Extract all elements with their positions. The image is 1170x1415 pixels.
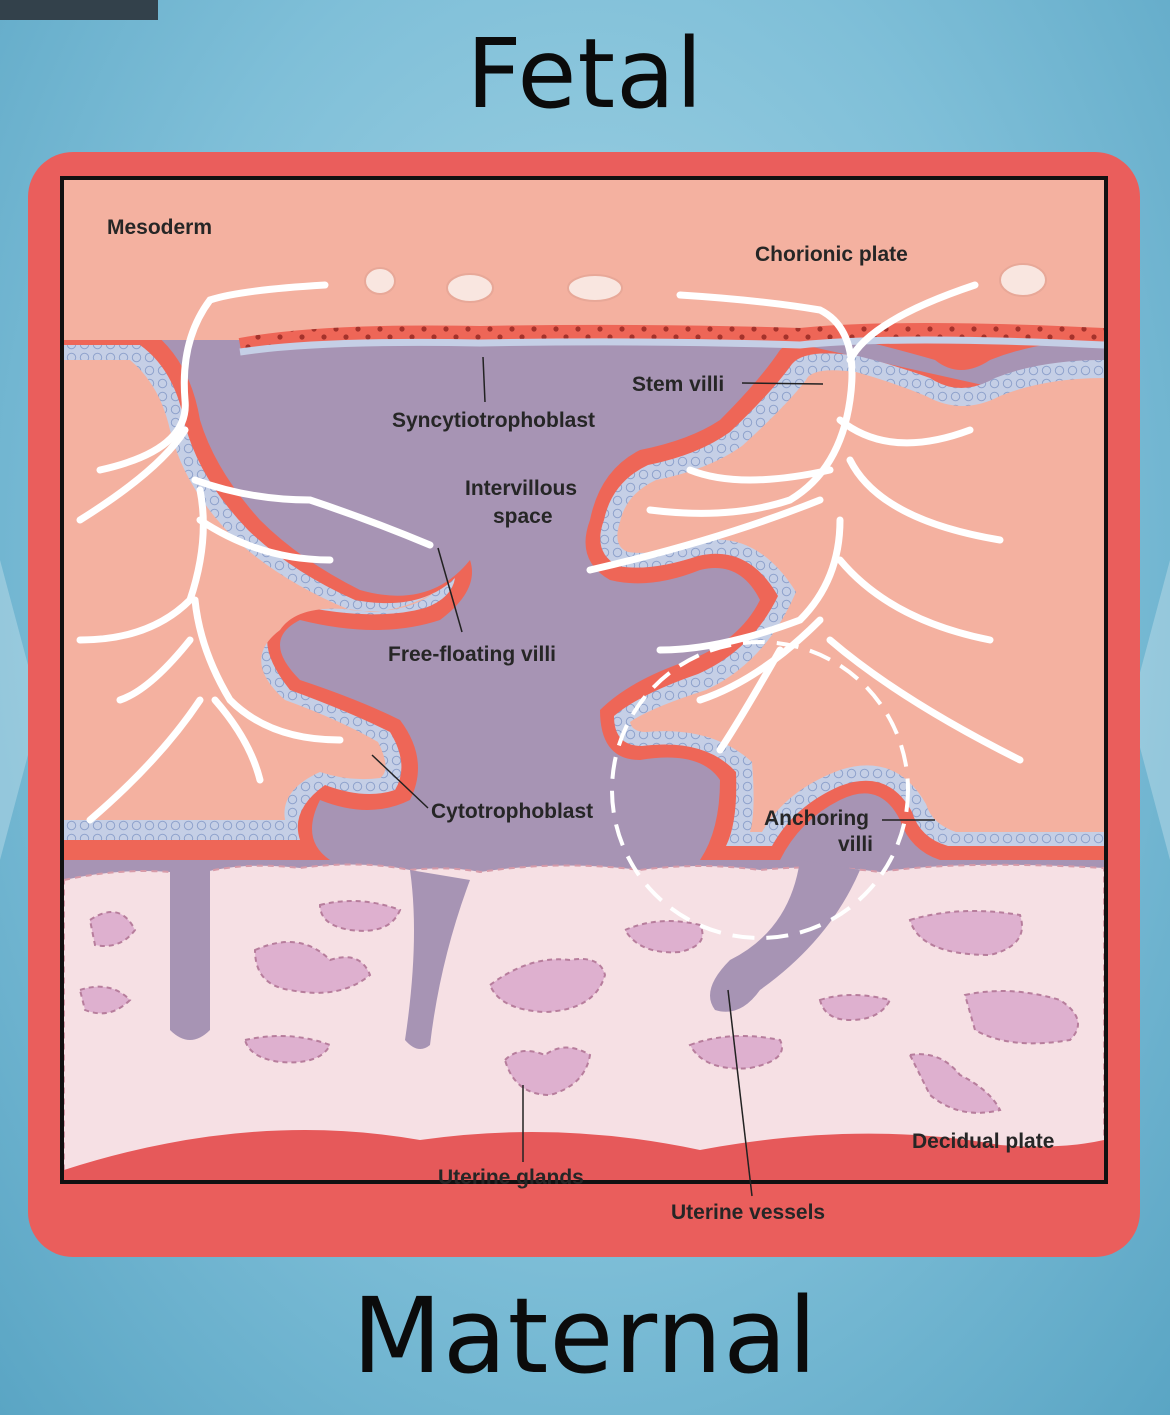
label-intervillous-line2: space [493, 505, 553, 528]
maternal-basal-layer [64, 1130, 1104, 1180]
label-free-floating-villi: Free-floating villi [388, 643, 556, 666]
uterine-glands-group [78, 900, 1079, 1114]
fetal-heading: Fetal [466, 18, 704, 130]
label-cytotrophoblast: Cytotrophoblast [431, 800, 593, 823]
video-overlay-tab [0, 0, 158, 20]
label-mesoderm: Mesoderm [107, 216, 212, 239]
label-decidual-plate: Decidual plate [912, 1130, 1054, 1153]
anchoring-villi-highlight [610, 640, 910, 940]
label-anchoring-line2: villi [838, 833, 873, 856]
uterine-vessel-opening [405, 870, 470, 1049]
anchoring-column-left [170, 860, 210, 1040]
label-uterine-glands: Uterine glands [438, 1166, 584, 1189]
label-syncytiotrophoblast: Syncytiotrophoblast [392, 409, 595, 432]
maternal-heading: Maternal [352, 1275, 818, 1397]
label-uterine-vessels: Uterine vessels [671, 1201, 825, 1224]
mesoderm-vessels [76, 281, 1024, 824]
label-intervillous-line1: Intervillous [465, 477, 577, 500]
left-villi-core [64, 360, 435, 820]
cytotrophoblast-band [239, 336, 1104, 356]
leader-lines [371, 356, 935, 1197]
label-chorionic-plate: Chorionic plate [755, 243, 908, 266]
chorionic-vessels [364, 263, 1047, 303]
syncytiotrophoblast-band [238, 323, 1104, 352]
label-anchoring-line1: Anchoring [764, 807, 869, 830]
chorionic-plate [64, 180, 1104, 340]
label-stem-villi: Stem villi [632, 373, 724, 396]
